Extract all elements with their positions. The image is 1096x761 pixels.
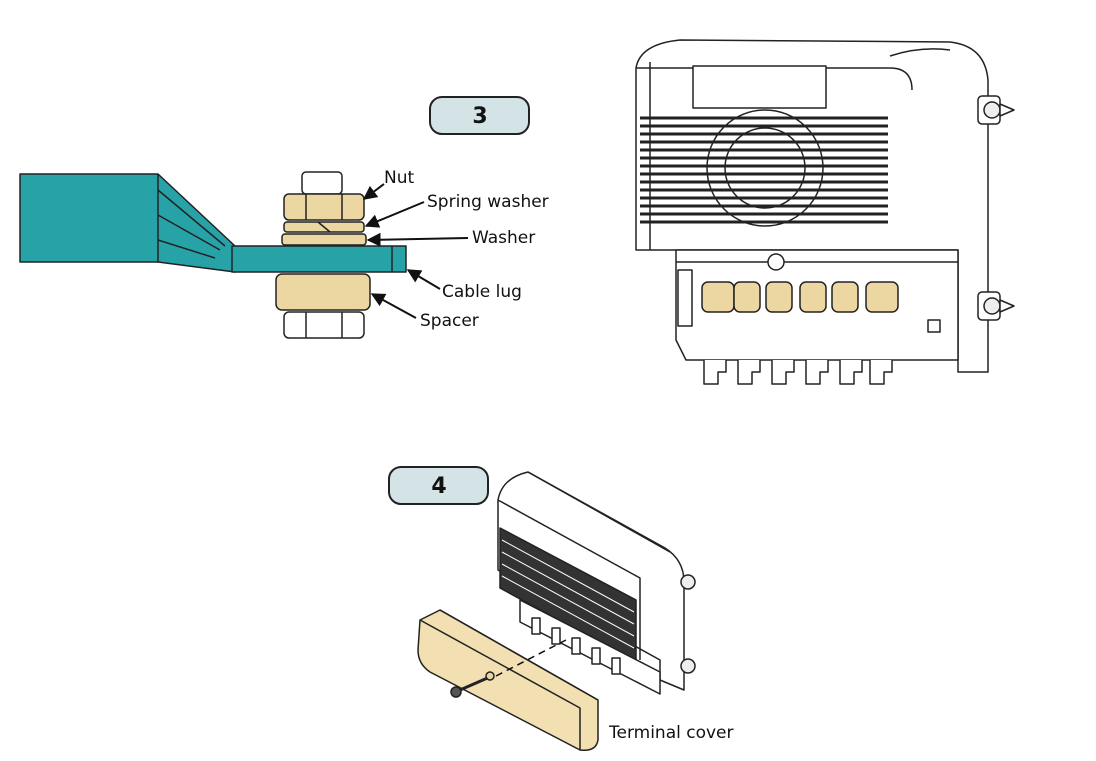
- label-cable-lug: Cable lug: [442, 282, 522, 302]
- washer: [281, 233, 367, 246]
- inverter-iso-glands: [531, 617, 621, 675]
- step-3-number: 3: [472, 104, 487, 129]
- step-3-badge: 3: [429, 96, 530, 135]
- bottom-nut: [283, 311, 365, 339]
- cable-glands: [703, 360, 893, 385]
- callout-arrows: [362, 183, 469, 319]
- nut: [283, 193, 365, 221]
- terminal-block: [677, 253, 941, 333]
- cover-screw: [450, 671, 495, 698]
- inverter-front-view: [635, 39, 1015, 385]
- cover-alignment-guide: [495, 639, 567, 677]
- step-4-number: 4: [431, 474, 446, 499]
- display-window: [692, 65, 827, 109]
- label-washer: Washer: [472, 228, 535, 248]
- mounting-bracket-top: [977, 95, 1015, 125]
- label-terminal-cover: Terminal cover: [608, 723, 734, 743]
- spacer: [275, 273, 371, 311]
- mounting-bracket-bottom: [977, 291, 1015, 321]
- terminal-cover: [417, 609, 599, 752]
- label-nut: Nut: [384, 168, 414, 188]
- cable-lug-assembly: [19, 171, 407, 339]
- cable-lug-plate: [231, 245, 407, 273]
- bolt-end: [301, 171, 343, 195]
- inverter-isometric-view: [497, 471, 696, 695]
- label-spring-washer: Spring washer: [427, 192, 549, 212]
- step-4-badge: 4: [388, 466, 489, 505]
- vent-grille: [640, 116, 888, 224]
- cable-body: [19, 173, 236, 273]
- fan-ring: [706, 109, 824, 227]
- label-spacer: Spacer: [420, 311, 479, 331]
